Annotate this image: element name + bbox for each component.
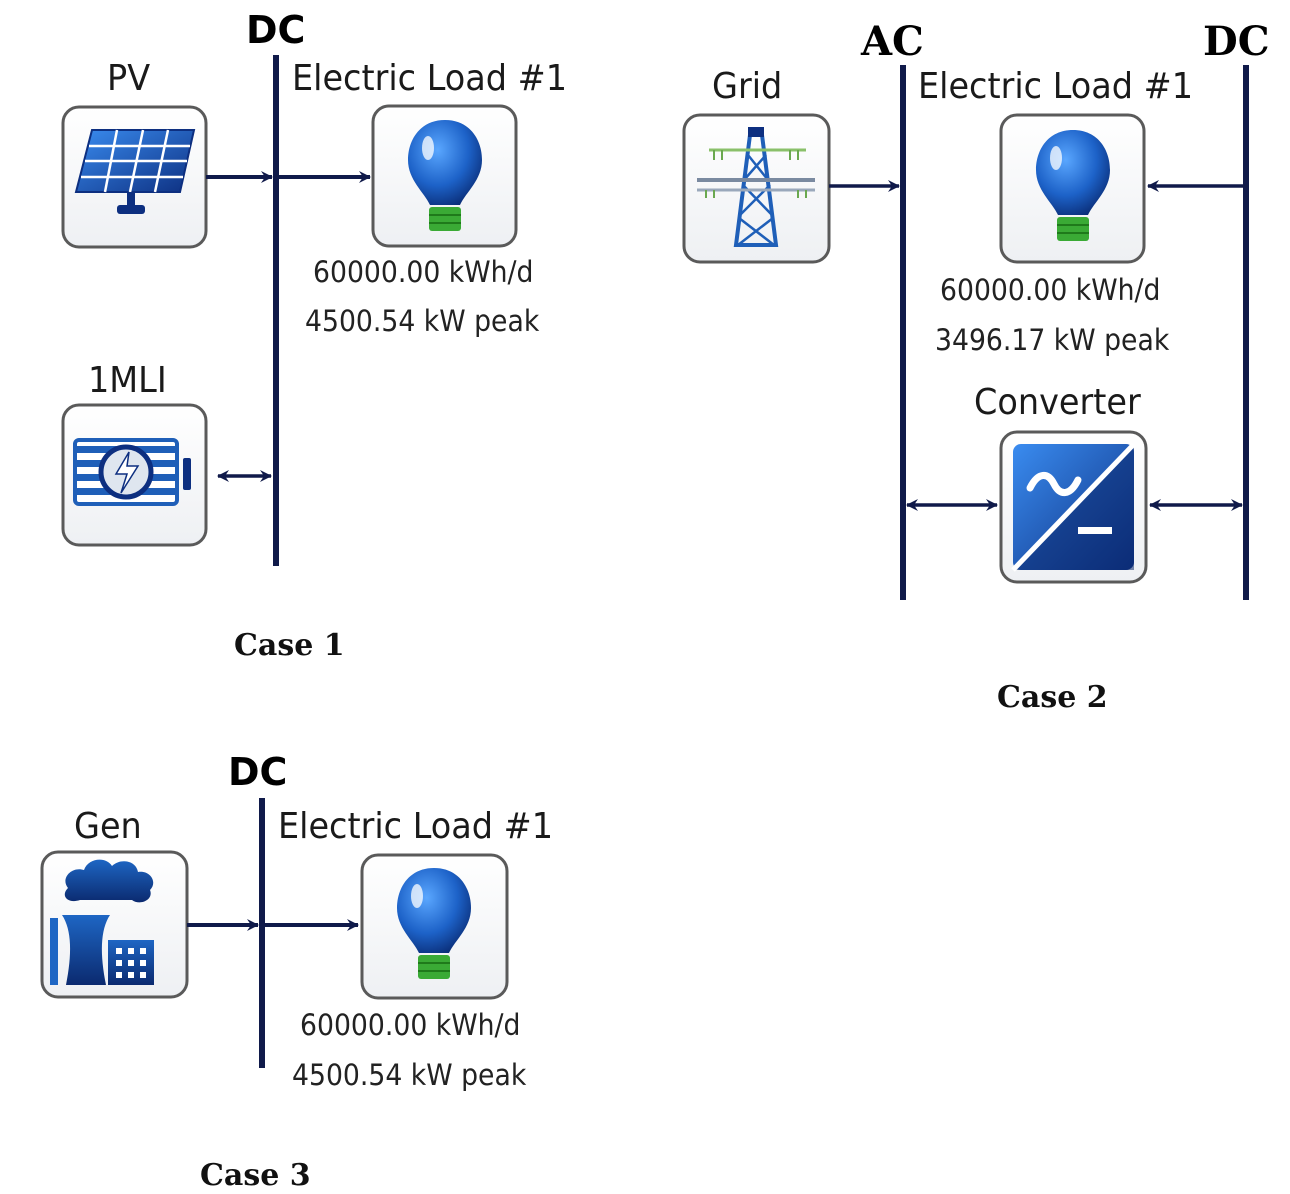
case3-gen-component[interactable] <box>40 850 189 999</box>
case3-load-peak: 4500.54 kW peak <box>292 1058 527 1092</box>
case3-diagram <box>40 798 509 1068</box>
case3-caption: Case 3 <box>200 1158 311 1193</box>
case1-pv-component[interactable] <box>61 105 208 249</box>
case2-grid-label: Grid <box>712 66 783 107</box>
case2-load-component[interactable] <box>999 113 1146 264</box>
case2-converter-label: Converter <box>974 382 1141 423</box>
inverter-icon <box>73 438 191 506</box>
transmission-tower-icon <box>697 127 815 247</box>
case2-caption: Case 2 <box>997 680 1108 715</box>
case1-load-label: Electric Load #1 <box>292 58 568 99</box>
case2-load-energy: 60000.00 kWh/d <box>940 273 1161 307</box>
case1-load-component[interactable] <box>371 104 518 248</box>
case1-pv-label: PV <box>107 58 151 99</box>
light-bulb-icon <box>397 868 471 979</box>
case1-load-energy: 60000.00 kWh/d <box>313 255 534 289</box>
case2-dc-bus-label: DC <box>1203 18 1270 65</box>
light-bulb-icon <box>408 120 482 231</box>
case2-converter-component[interactable] <box>999 430 1148 584</box>
case2-grid-component[interactable] <box>682 113 831 264</box>
case1-diagram <box>61 55 518 566</box>
light-bulb-icon <box>1036 130 1110 241</box>
case3-load-label: Electric Load #1 <box>278 806 554 847</box>
ac-dc-converter-icon <box>1011 442 1136 572</box>
case3-gen-label: Gen <box>74 806 142 847</box>
power-plant-icon <box>50 859 154 985</box>
case1-load-peak: 4500.54 kW peak <box>305 304 540 338</box>
solar-panel-icon <box>74 129 196 214</box>
case1-dc-bus-label: DC <box>246 8 306 52</box>
case1-mli-label: 1MLI <box>88 360 167 401</box>
case1-caption: Case 1 <box>234 628 345 663</box>
case3-load-energy: 60000.00 kWh/d <box>300 1008 521 1042</box>
case2-load-peak: 3496.17 kW peak <box>935 323 1170 357</box>
case2-ac-bus-label: AC <box>861 18 924 65</box>
case2-load-label: Electric Load #1 <box>918 66 1194 107</box>
case2-diagram <box>682 65 1249 600</box>
case3-dc-bus-label: DC <box>228 750 288 794</box>
case3-load-component[interactable] <box>360 853 509 1000</box>
case1-mli-component[interactable] <box>61 403 208 547</box>
